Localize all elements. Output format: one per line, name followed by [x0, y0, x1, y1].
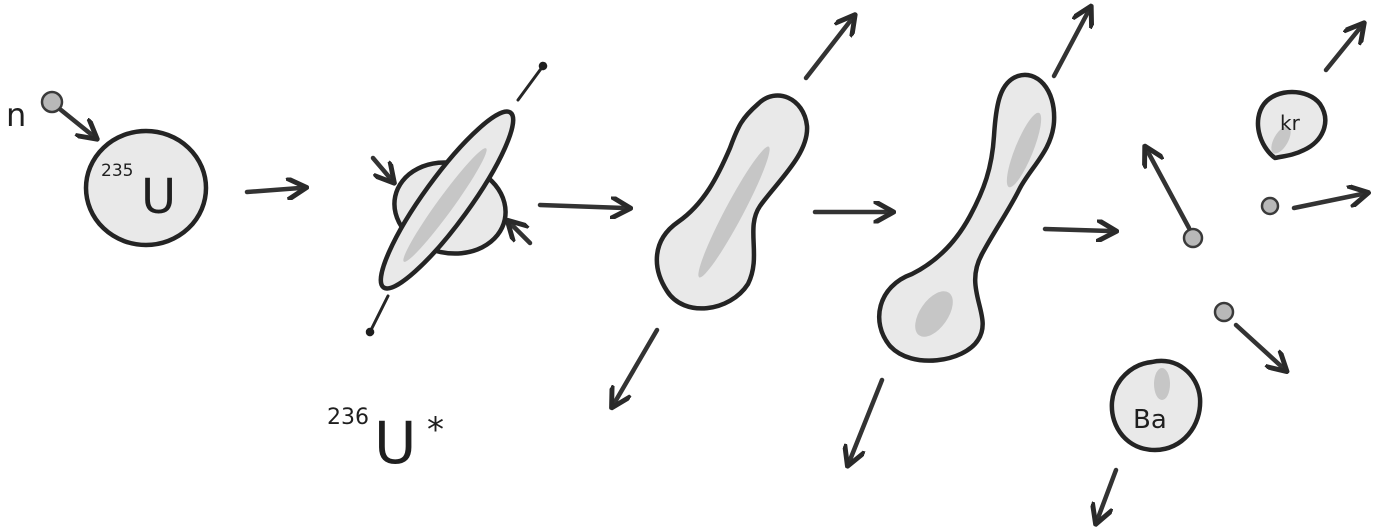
neutron-label: n: [6, 96, 26, 134]
u235-mass-number: 235: [101, 161, 133, 181]
separation-direction-top: [1054, 12, 1088, 76]
stage-u236-excited: 236 U *: [327, 66, 543, 477]
separation-direction-bottom: [850, 380, 882, 460]
krypton-label: kr: [1280, 111, 1301, 135]
released-neutron-1: [1184, 229, 1202, 247]
neutron-arrow: [61, 110, 92, 135]
fragment-direction-top: [806, 20, 851, 78]
elongation-line-bottom: [370, 296, 388, 332]
u235-symbol: U: [141, 169, 176, 225]
krypton-direction: [1326, 28, 1360, 70]
scission-nucleus: [879, 75, 1054, 361]
process-arrow-4: [1045, 229, 1110, 231]
released-neutron-3: [1215, 303, 1233, 321]
process-arrow-1: [247, 188, 300, 192]
stage-u235-nucleus: 235 U: [86, 131, 206, 245]
stage-incoming-neutron: n: [6, 92, 92, 135]
released-neutron-2-direction: [1294, 194, 1362, 208]
barium-label: Ba: [1133, 405, 1167, 435]
u236-symbol: U: [374, 409, 416, 477]
released-neutron-2: [1262, 198, 1278, 214]
elongation-line-top: [518, 66, 543, 100]
incoming-arrow-top: [373, 158, 390, 178]
stage-fission-products: kr Ba: [1098, 28, 1362, 518]
u236-mass-number: 236: [327, 405, 369, 430]
barium-shading: [1154, 368, 1170, 400]
released-neutron-1-direction: [1148, 152, 1189, 228]
u236-excited-star: *: [427, 410, 444, 450]
incoming-arrow-bottom: [512, 225, 530, 243]
barium-direction: [1098, 470, 1116, 518]
stage-scission: [850, 12, 1088, 460]
process-arrow-2: [540, 205, 624, 208]
fragment-direction-bottom: [615, 330, 657, 402]
released-neutron-3-direction: [1236, 325, 1282, 367]
